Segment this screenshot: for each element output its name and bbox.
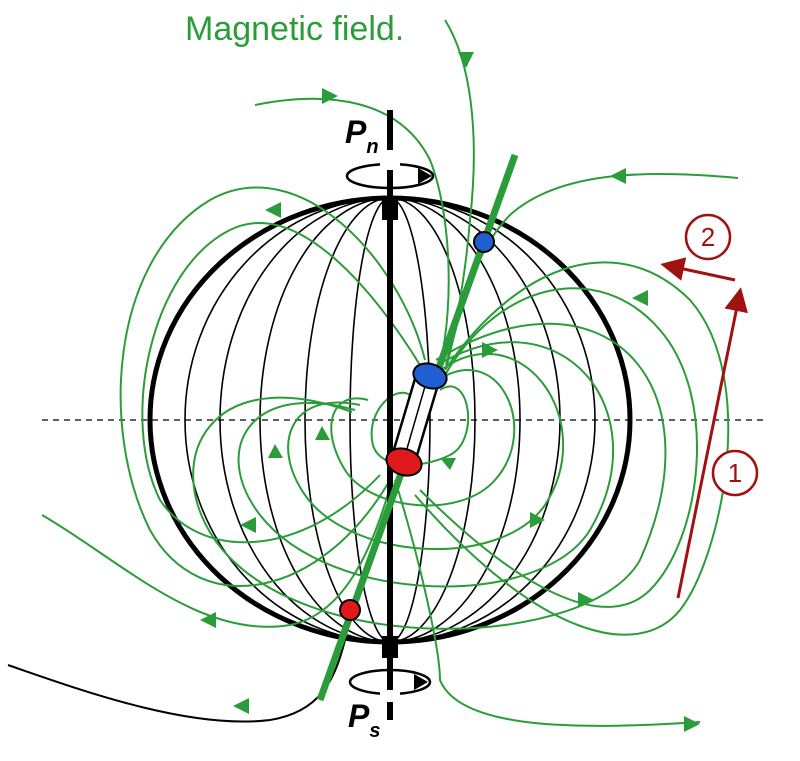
south-axis-cap — [382, 636, 398, 658]
north-pole-label: Pn — [345, 114, 379, 158]
south-pole-label: Ps — [348, 698, 380, 742]
field-arrows — [200, 52, 700, 732]
rotation-arrow-2 — [660, 257, 736, 282]
bar-magnet — [385, 362, 448, 477]
svg-text:1: 1 — [728, 458, 742, 488]
black-field-line — [7, 639, 346, 723]
rotation-arrow-1 — [676, 287, 748, 599]
svg-text:2: 2 — [701, 222, 715, 252]
marker-2: 2 — [684, 213, 732, 261]
north-axis-cap — [382, 200, 398, 220]
marker-1: 1 — [711, 449, 759, 497]
diagram-title: Magnetic field. — [185, 10, 404, 48]
south-magnetic-pole-marker — [339, 599, 361, 621]
north-magnetic-pole-marker — [473, 231, 495, 253]
